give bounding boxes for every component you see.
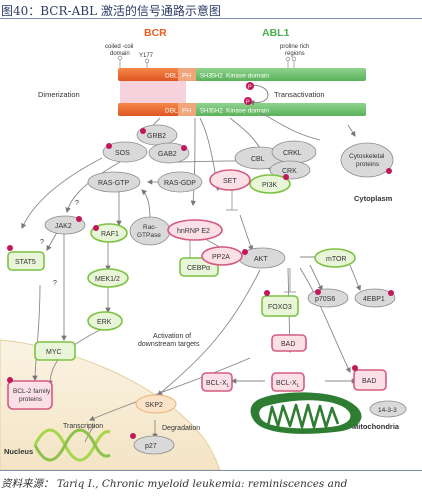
node-foxo3: FOXO3	[268, 304, 292, 311]
proline-label-1: proline rich	[280, 44, 309, 50]
node-jak2: JAK2	[55, 223, 72, 230]
node-skp2: SKP2	[145, 402, 163, 409]
node-hnrnp: hnRNP E2	[177, 228, 210, 235]
node-sos: SOS	[115, 150, 130, 157]
node-rac-2: GTPase	[137, 232, 161, 239]
pink-nodes	[7, 169, 387, 410]
phospho-p-bottom: P	[244, 97, 252, 106]
node-grb2: GRB2	[147, 133, 166, 140]
node-bcl2-2: proteins	[19, 396, 43, 403]
kinase-label-top: Kinase domain	[226, 73, 269, 80]
node-crk: CRK	[282, 168, 297, 175]
transcription-label: Transcription	[63, 423, 103, 430]
cytoplasm-label: Cytoplasm	[354, 194, 393, 203]
node-p70s6: p70S6	[315, 296, 335, 303]
degradation-label: Degradation	[162, 425, 200, 432]
figure-source: 资料来源： Tariq I., Chronic myeloid leukemia…	[1, 478, 348, 490]
phospho-dots	[7, 128, 394, 439]
node-bcl2-1: BCL-2 family	[13, 388, 51, 395]
proline-label-2: regions	[285, 51, 305, 57]
orange-nodes	[135, 394, 177, 414]
gray-nodes	[44, 124, 407, 455]
kinase-label-bottom: Kinase domain	[226, 108, 269, 115]
question-3: ?	[53, 280, 57, 287]
y177-label: Y177	[139, 53, 154, 59]
node-ras-gdp: RAS-GDP	[164, 180, 196, 187]
node-mtor: mTOR	[326, 256, 346, 263]
dna-helix-icon	[33, 428, 111, 462]
node-pi3k: PI3K	[262, 182, 278, 189]
node-ras-gtp: RAS-GTP	[98, 180, 129, 187]
bcr-abl-bar-top: DBL PH SH3 SH2 Kinase domain	[118, 68, 366, 81]
node-cytoskeletal-2: proteins	[356, 161, 380, 168]
node-mek: MEK1/2	[95, 276, 120, 283]
question-1: ?	[75, 200, 79, 207]
node-p27: p27	[145, 443, 157, 450]
bcr-abl-pathway-diagram: BCR ABL1 coiled -coil domain Y177 prolin…	[0, 27, 407, 470]
green-nodes	[7, 174, 356, 361]
node-gab2: GAB2	[158, 151, 177, 158]
phospho-p-top: P	[246, 82, 254, 91]
activation-label-2: downstream targets	[138, 341, 200, 348]
dimerization-label: Dimerization	[38, 90, 80, 99]
node-set: SET	[223, 178, 237, 185]
ph-label-top: PH	[182, 73, 191, 80]
node-bclxl-2: BCL-XL	[276, 380, 300, 389]
node-stat5: STAT5	[15, 259, 36, 266]
sh2-label-bottom: SH2	[211, 109, 223, 115]
node-bad-2: BAD	[362, 378, 376, 385]
question-2: ?	[40, 239, 44, 246]
node-4ebp1: 4EBP1	[363, 296, 385, 303]
node-cebpa: CEBPα	[187, 265, 210, 272]
node-bad-1: BAD	[281, 341, 295, 348]
dbl-label-top: DBL	[165, 73, 178, 80]
node-14-3-3: 14-3-3	[378, 407, 397, 414]
abl1-label: ABL1	[262, 27, 290, 39]
node-cytoskeletal-1: Cytoskeletal	[349, 153, 385, 160]
bcr-label: BCR	[144, 27, 167, 39]
dimerization-band	[120, 78, 186, 104]
node-cbl: CBL	[251, 156, 265, 163]
domain-pins	[117, 55, 297, 68]
transactivation-label: Transactivation	[274, 90, 325, 99]
sh3-label-bottom: SH3	[200, 109, 212, 115]
node-myc: MYC	[46, 349, 62, 356]
bcr-abl-bar-bottom: DBL PH SH3 SH2 Kinase domain	[118, 103, 366, 116]
node-crkl: CRKL	[283, 150, 302, 157]
figure-source-bar: 资料来源： Tariq I., Chronic myeloid leukemia…	[0, 470, 422, 502]
node-raf1: RAF1	[101, 231, 119, 238]
svg-text:P: P	[248, 85, 252, 91]
dbl-label-bottom: DBL	[165, 108, 178, 115]
coiled-coil-label-2: domain	[110, 51, 130, 57]
sh3-label-top: SH3	[200, 74, 212, 80]
sh2-label-top: SH2	[211, 74, 223, 80]
mitochondrion-icon	[250, 392, 362, 434]
svg-text:P: P	[246, 100, 250, 106]
node-erk: ERK	[97, 319, 112, 326]
node-pp2a: PP2A	[212, 254, 230, 261]
figure-title: 图40：BCR-ABL 激活的信号通路示意图	[1, 4, 221, 18]
activation-label-1: Activation of	[153, 333, 191, 340]
mitochondria-label: Mitochondria	[352, 422, 400, 431]
nucleus-label: Nucleus	[4, 447, 33, 456]
node-bclxl-1: BCL-XL	[206, 380, 230, 389]
transactivation-arrow	[248, 85, 269, 106]
figure-caption-bar: 图40：BCR-ABL 激活的信号通路示意图	[0, 0, 422, 19]
ph-label-bottom: PH	[182, 108, 191, 115]
node-rac-1: Rac-	[143, 224, 157, 231]
node-akt: AKT	[254, 256, 268, 263]
coiled-coil-label-1: coiled -coil	[105, 44, 133, 50]
